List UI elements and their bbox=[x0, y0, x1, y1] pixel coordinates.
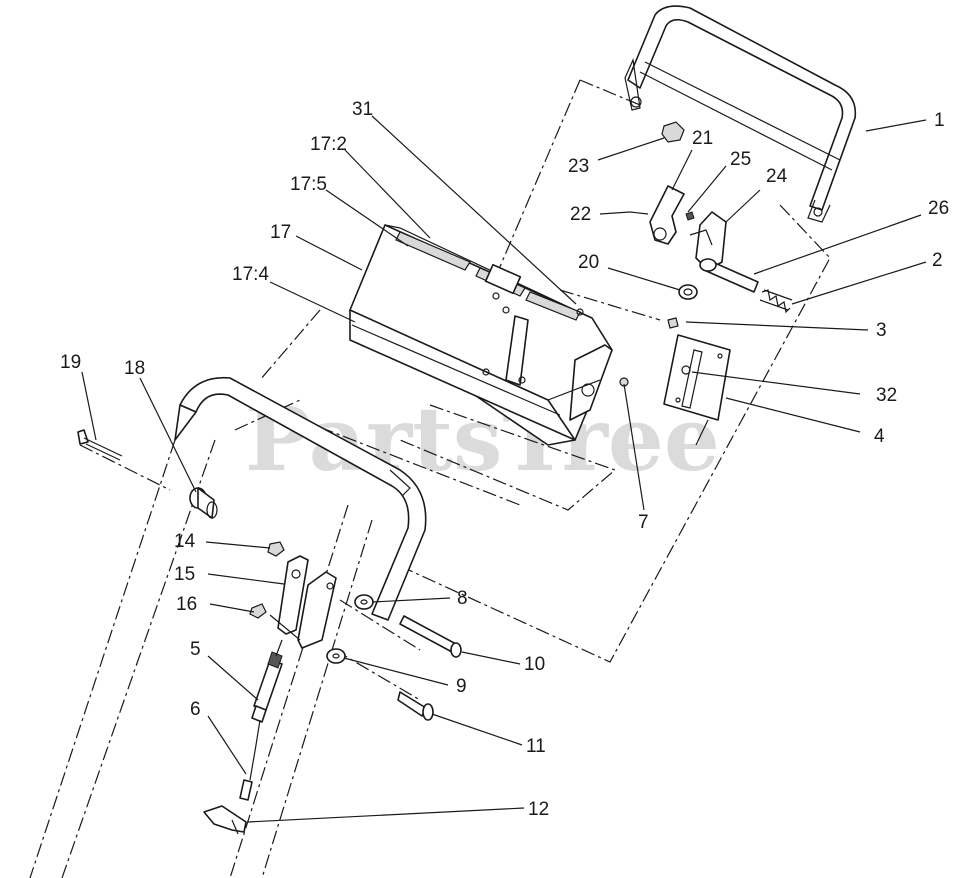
callout-15: 15 bbox=[174, 564, 195, 585]
mounting-plate-4[interactable] bbox=[663, 334, 731, 446]
callout-3: 3 bbox=[876, 320, 887, 341]
callout-17-5: 17:5 bbox=[290, 174, 327, 195]
callout-17: 17 bbox=[270, 222, 291, 243]
callout-14: 14 bbox=[174, 531, 196, 552]
washer-9[interactable] bbox=[326, 648, 346, 664]
bolt-11[interactable] bbox=[397, 691, 434, 721]
assembly-dash-lines bbox=[29, 79, 831, 878]
callout-21: 21 bbox=[692, 128, 713, 149]
callout-9: 9 bbox=[456, 676, 467, 697]
latch-bracket-assembly[interactable] bbox=[629, 185, 727, 271]
callout-10: 10 bbox=[524, 654, 545, 675]
callout-26: 26 bbox=[928, 198, 949, 219]
latch-rod[interactable] bbox=[699, 258, 759, 293]
lower-handle[interactable] bbox=[174, 376, 427, 621]
callout-32: 32 bbox=[876, 385, 897, 406]
screw-3[interactable] bbox=[667, 317, 679, 329]
callout-6: 6 bbox=[190, 699, 201, 720]
cable-6[interactable] bbox=[239, 719, 261, 801]
callout-2: 2 bbox=[932, 250, 943, 271]
callout-20: 20 bbox=[578, 252, 599, 273]
upper-handle-bail[interactable] bbox=[624, 5, 857, 223]
nut-23[interactable] bbox=[661, 121, 685, 143]
callout-11: 11 bbox=[526, 736, 546, 757]
control-console-17[interactable] bbox=[349, 224, 613, 446]
callout-labels: 1 2 3 4 5 6 7 8 9 10 11 12 14 15 16 17 1… bbox=[60, 99, 949, 820]
callout-24: 24 bbox=[766, 166, 788, 187]
callout-5: 5 bbox=[190, 639, 201, 660]
callout-7: 7 bbox=[638, 512, 649, 533]
callout-8: 8 bbox=[457, 588, 468, 609]
washer-8[interactable] bbox=[354, 594, 374, 610]
callout-31: 31 bbox=[352, 99, 373, 120]
bracket-15[interactable] bbox=[269, 555, 337, 649]
callout-17-4: 17:4 bbox=[232, 264, 269, 285]
nut-14[interactable] bbox=[267, 541, 285, 557]
nut-16[interactable] bbox=[249, 603, 267, 619]
callout-4: 4 bbox=[874, 426, 885, 447]
cable-housing-5[interactable] bbox=[251, 639, 283, 723]
callout-22: 22 bbox=[570, 204, 591, 225]
callout-19: 19 bbox=[60, 352, 81, 373]
callout-1: 1 bbox=[934, 110, 945, 131]
cable-clip-12[interactable] bbox=[203, 805, 247, 835]
bolt-10[interactable] bbox=[399, 615, 462, 658]
callout-23: 23 bbox=[568, 156, 589, 177]
callout-25: 25 bbox=[730, 149, 751, 170]
washer-20[interactable] bbox=[678, 284, 698, 300]
callout-16: 16 bbox=[176, 594, 197, 615]
spring-2[interactable] bbox=[759, 289, 793, 314]
bushing-18[interactable] bbox=[189, 487, 218, 519]
leader-lines bbox=[81, 115, 927, 823]
bolt-19[interactable] bbox=[77, 429, 123, 461]
callout-17-2: 17:2 bbox=[310, 134, 347, 155]
callout-18: 18 bbox=[124, 358, 145, 379]
callout-12: 12 bbox=[528, 799, 549, 820]
